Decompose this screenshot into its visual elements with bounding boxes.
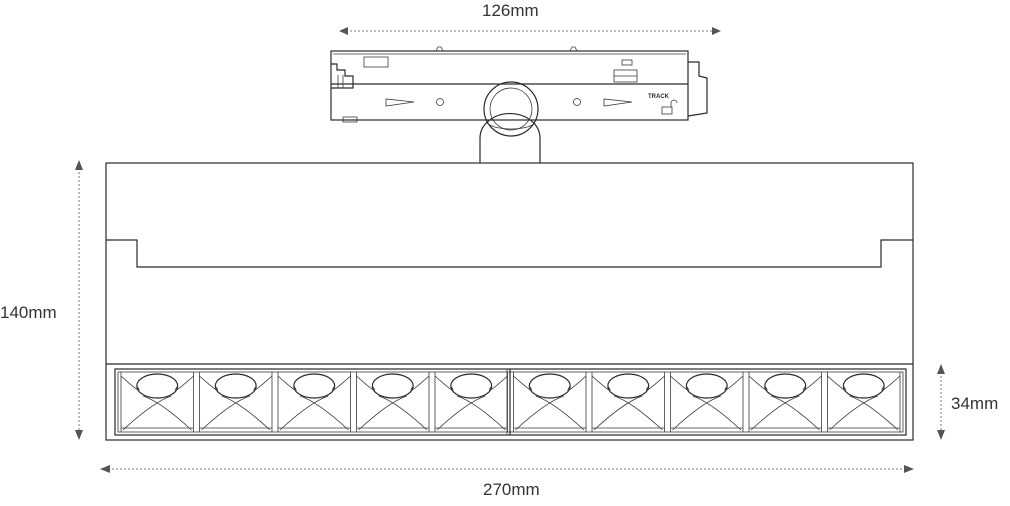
dimension-total-height-label: 140mm [0, 303, 57, 322]
lens-cell [434, 372, 508, 432]
lens-cell [199, 372, 273, 432]
swivel-joint [479, 81, 541, 163]
lens-cell [277, 372, 351, 432]
adapter-marking-text: TRACK [648, 94, 670, 100]
lens-cell [356, 372, 430, 432]
lens-cell [827, 372, 901, 432]
dimension-adapter-width-label: 126mm [482, 1, 539, 20]
dimension-adapter-width [339, 27, 721, 35]
luminaire-body [105, 162, 914, 441]
dimension-total-width-label: 270mm [483, 480, 540, 499]
dimension-total-height [75, 160, 83, 440]
lens-cell [513, 372, 587, 432]
lens-cell [591, 372, 665, 432]
lens-array [120, 372, 901, 432]
track-adapter [330, 46, 708, 123]
lens-cell [120, 372, 194, 432]
dimension-lens-height [937, 364, 945, 440]
lens-cell [748, 372, 822, 432]
dimension-total-width [100, 465, 914, 473]
lens-cell [670, 372, 744, 432]
dimension-lens-height-label: 34mm [951, 394, 999, 413]
